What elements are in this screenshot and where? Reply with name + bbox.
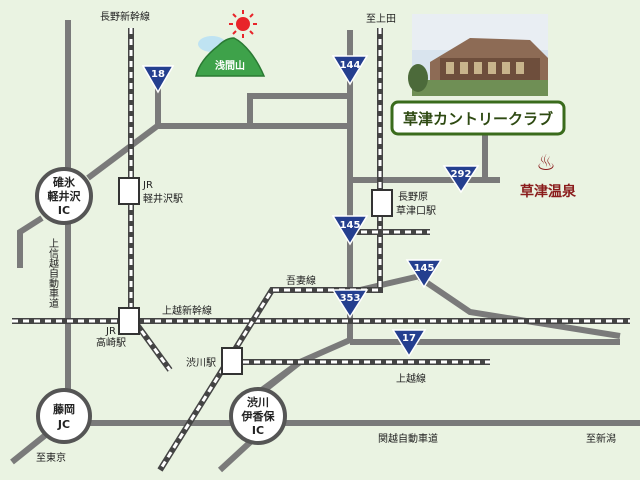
svg-text:18: 18: [151, 69, 165, 80]
svg-text:JR: JR: [142, 180, 153, 191]
stations: [118, 177, 393, 375]
road-west-ic: [17, 215, 44, 268]
route-145-east-diagonal: [418, 275, 621, 339]
svg-text:JR: JR: [105, 326, 116, 337]
svg-text:IC: IC: [252, 424, 264, 437]
svg-text:長野原: 長野原: [398, 191, 428, 203]
map-labels: 長野新幹線 至上田 JR 軽井沢駅 長野原 草津口駅 吾妻線 上越新幹線 JR …: [36, 10, 616, 464]
route-17-shield: 17: [391, 329, 427, 358]
svg-text:145: 145: [414, 263, 435, 274]
takasaki-station-marker: [118, 307, 140, 335]
svg-text:藤岡: 藤岡: [53, 402, 75, 416]
svg-text:浅間山: 浅間山: [215, 59, 245, 72]
svg-text:草津温泉: 草津温泉: [520, 183, 577, 200]
route-18-shield: 18: [141, 65, 175, 94]
svg-text:軽井沢: 軽井沢: [48, 189, 82, 203]
railways: [12, 28, 630, 472]
route-144-shield: 144: [331, 55, 369, 86]
sun-rays-icon: [229, 10, 257, 38]
shibukawa-station-marker: [221, 347, 243, 375]
svg-text:草津口駅: 草津口駅: [396, 205, 436, 217]
kusatsu-onsen: ♨ 草津温泉: [520, 151, 577, 200]
svg-text:伊香保: 伊香保: [241, 409, 276, 423]
svg-text:渋川駅: 渋川駅: [186, 356, 216, 369]
ic-shibukawa-ikaho: 渋川 伊香保 IC: [229, 387, 287, 445]
route-18-diagonal: [86, 121, 162, 181]
svg-text:353: 353: [340, 293, 361, 304]
clubhouse-photo: [408, 14, 548, 96]
svg-text:上越新幹線: 上越新幹線: [162, 304, 212, 317]
svg-text:至東京: 至東京: [36, 451, 66, 464]
svg-text:145: 145: [340, 220, 361, 231]
svg-text:長野新幹線: 長野新幹線: [100, 10, 150, 23]
mountain-icon: [195, 37, 266, 77]
route-145-shield-north: 145: [331, 215, 369, 246]
road-loop: [247, 93, 350, 126]
karuizawa-station-marker: [118, 177, 140, 205]
svg-text:草津カントリークラブ: 草津カントリークラブ: [403, 110, 553, 128]
ic-fujioka: 藤岡 JC: [36, 388, 92, 444]
onsen-icon: ♨: [536, 151, 556, 176]
svg-text:吾妻線: 吾妻線: [286, 274, 316, 287]
svg-text:17: 17: [402, 333, 416, 344]
svg-text:軽井沢駅: 軽井沢駅: [143, 192, 183, 205]
route-292-shield: 292: [442, 165, 480, 194]
svg-text:上越線: 上越線: [396, 372, 426, 385]
route-145-shield-east: 145: [405, 259, 443, 289]
route-353-shield: 353: [331, 289, 369, 319]
svg-text:292: 292: [451, 169, 472, 180]
svg-text:144: 144: [340, 60, 361, 71]
svg-text:関越自動車道: 関越自動車道: [378, 432, 438, 445]
svg-text:至上田: 至上田: [366, 13, 396, 25]
ic-usui: 碓氷 軽井沢 IC: [35, 167, 93, 225]
sun-icon: [236, 17, 250, 31]
naganohara-station-marker: [371, 189, 393, 217]
joshinetsu-expressway-label: 上信越自動車道: [47, 238, 59, 308]
svg-text:渋川: 渋川: [247, 395, 269, 409]
svg-text:至新潟: 至新潟: [586, 432, 616, 445]
svg-text:碓氷: 碓氷: [53, 175, 76, 189]
svg-text:高崎駅: 高崎駅: [96, 336, 126, 349]
svg-text:JC: JC: [57, 418, 70, 431]
asama-mountain: 浅間山: [195, 10, 266, 77]
svg-text:IC: IC: [58, 204, 70, 217]
club-name-box: 草津カントリークラブ: [390, 100, 566, 136]
